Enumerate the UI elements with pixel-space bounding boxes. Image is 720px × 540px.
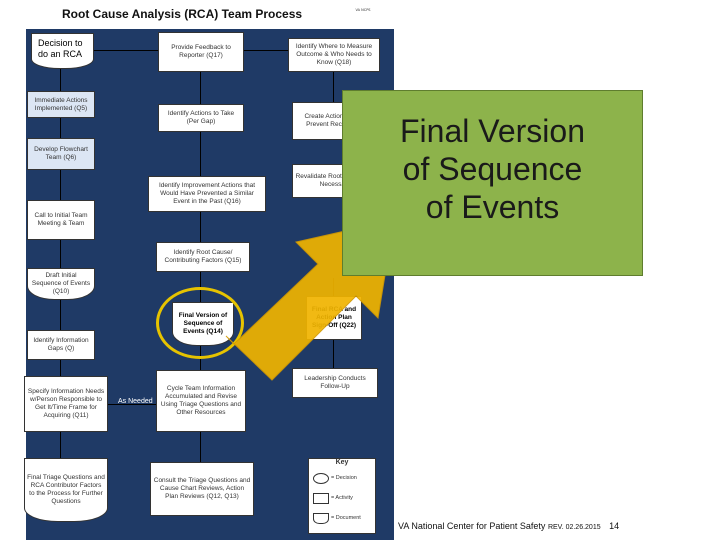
- step-improvement-actions: Identify Improvement Actions that Would …: [148, 176, 266, 212]
- connector: [244, 50, 288, 51]
- ncps-logo: VA NCPS: [355, 8, 371, 12]
- connector: [60, 240, 61, 268]
- step-immediate-actions: Immediate Actions Implemented (Q5): [27, 91, 95, 118]
- footer-org: VA National Center for Patient Safety: [398, 521, 546, 531]
- footer: VA National Center for Patient Safety RE…: [398, 521, 619, 531]
- connector: [60, 69, 61, 91]
- connector: [60, 432, 61, 458]
- connector: [60, 170, 61, 200]
- highlight-circle: [156, 287, 244, 359]
- legend-key: Key = Decision = Activity = Document: [308, 458, 376, 534]
- step-initial-sequence: Draft Initial Sequence of Events (Q10): [27, 268, 95, 300]
- decision-start: Decision to do an RCA: [31, 33, 94, 69]
- key-item: = Document: [331, 515, 361, 521]
- step-develop-team: Develop Flowchart Team (Q6): [27, 138, 95, 170]
- step-info-needs: Specify Information Needs w/Person Respo…: [24, 376, 108, 432]
- connector: [94, 50, 158, 51]
- connector: [108, 404, 156, 405]
- callout-line: Final Version: [400, 113, 585, 149]
- callout-line: of Events: [425, 189, 560, 225]
- decision-shape-icon: [313, 473, 329, 484]
- connector: [60, 118, 61, 138]
- page-title: Root Cause Analysis (RCA) Team Process: [62, 7, 303, 21]
- callout-line: of Sequence: [402, 151, 583, 187]
- key-item: = Activity: [331, 495, 353, 501]
- connector: [200, 432, 201, 462]
- step-root-cause: Identify Root Cause/ Contributing Factor…: [156, 242, 250, 272]
- step-triage-questions: Consult the Triage Questions and Cause C…: [150, 462, 254, 516]
- connector: [333, 340, 334, 368]
- key-title: Key: [335, 459, 349, 466]
- connector: [200, 132, 201, 176]
- step-initial-meeting: Call to Initial Team Meeting & Team: [27, 200, 95, 240]
- connector: [60, 360, 61, 376]
- step-identify-actions: Identify Actions to Take (Per Gap): [158, 104, 244, 132]
- callout-box: [342, 90, 643, 276]
- step-cycle-team: Cycle Team Information Accumulated and R…: [156, 370, 246, 432]
- step-leadership-followup: Leadership Conducts Follow-Up: [292, 368, 378, 398]
- step-measure-outcome: Identify Where to Measure Outcome & Who …: [288, 38, 380, 72]
- as-needed-label: As Needed: [118, 398, 153, 405]
- activity-shape-icon: [313, 493, 329, 504]
- document-shape-icon: [313, 513, 329, 524]
- page-number: 14: [609, 521, 620, 531]
- footer-rev: REV. 02.26.2015: [547, 524, 601, 531]
- key-item: = Decision: [331, 475, 357, 481]
- step-provide-feedback: Provide Feedback to Reporter (Q17): [158, 32, 244, 72]
- connector: [200, 72, 201, 104]
- callout-text: Final Version of Sequence of Events: [342, 112, 643, 226]
- step-info-gaps: Identify Information Gaps (Q): [27, 330, 95, 360]
- connector: [60, 300, 61, 330]
- step-final-triage: Final Triage Questions and RCA Contribut…: [24, 458, 108, 522]
- connector: [200, 212, 201, 242]
- connector: [333, 72, 334, 102]
